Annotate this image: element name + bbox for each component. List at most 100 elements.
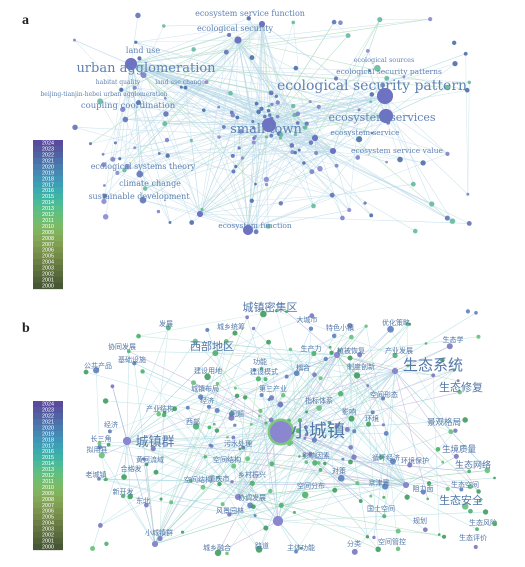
keyword-node (298, 455, 301, 458)
keyword-node (459, 487, 464, 492)
network-edge (124, 135, 272, 171)
panel-b-label: b (22, 321, 30, 336)
network-edge (295, 50, 369, 153)
network-edge (384, 370, 396, 517)
keyword-node (118, 157, 122, 161)
keyword-node (467, 484, 473, 490)
keyword-node (263, 525, 269, 531)
keyword-label: ecological systems theory (91, 162, 196, 171)
year-color-swatch (33, 151, 63, 159)
keyword-node (365, 48, 370, 53)
network-edge (432, 375, 440, 535)
network-edge (199, 183, 414, 215)
keyword-node (285, 310, 289, 314)
keyword-node (204, 80, 209, 85)
keyword-node (249, 480, 255, 486)
year-color-swatch (33, 424, 63, 432)
year-legend-label: 2015 (42, 455, 54, 461)
keyword-label: land use (126, 46, 160, 55)
network-edge (115, 81, 207, 144)
keyword-node (135, 100, 142, 106)
keyword-node (180, 530, 185, 534)
keyword-node (268, 417, 274, 423)
keyword-node (317, 461, 321, 465)
keyword-node (254, 182, 257, 186)
network-edge (357, 132, 373, 158)
keyword-node (92, 367, 100, 374)
keyword-node (348, 459, 353, 465)
network-edge (219, 437, 234, 485)
keyword-node (308, 326, 314, 331)
network-edge (222, 431, 282, 505)
network-edge (281, 412, 373, 506)
keyword-node (378, 454, 384, 460)
keyword-node (364, 324, 368, 328)
network-edge (385, 115, 453, 222)
keyword-label: coupling coordination (81, 101, 176, 111)
network-edge (92, 440, 128, 549)
year-legend-label: 2003 (42, 527, 54, 533)
keyword-node (212, 350, 219, 357)
network-edge (145, 142, 254, 189)
keyword-node (441, 460, 445, 464)
keyword-node (156, 411, 162, 417)
year-legend-label: 2004 (42, 521, 54, 527)
network-edge (130, 63, 168, 156)
network-edge (247, 153, 448, 231)
network-edge (247, 134, 282, 231)
keyword-node (132, 85, 137, 90)
year-legend-label: 2008 (42, 497, 54, 503)
keyword-node (333, 76, 339, 81)
network-edge (201, 105, 294, 210)
network-edge (199, 103, 257, 215)
network-edge (357, 115, 387, 158)
keyword-node (467, 80, 471, 85)
network-edge (130, 63, 233, 157)
network-edge (100, 101, 270, 126)
hub-node (123, 437, 131, 445)
year-color-swatch (33, 169, 63, 177)
keyword-label: habitat quality (96, 79, 141, 86)
keyword-label: 生态网络 (455, 459, 491, 471)
year-color-swatch (33, 508, 63, 515)
keyword-label: 空间结构 (184, 475, 212, 484)
keyword-node (120, 493, 126, 499)
keyword-node (303, 436, 307, 440)
network-edge (130, 63, 265, 117)
network-edge (130, 63, 387, 117)
year-color-swatch (33, 502, 63, 509)
network-edge (130, 63, 370, 71)
network-edge (286, 311, 338, 356)
keyword-node (301, 491, 309, 499)
keyword-node (72, 124, 78, 131)
keyword-label: 生态风险 (469, 518, 497, 527)
keyword-node (380, 82, 386, 88)
year-legend-label: 2010 (42, 224, 54, 230)
keyword-node (476, 334, 481, 339)
network-edge (281, 469, 321, 506)
keyword-node (189, 478, 193, 483)
keyword-node (302, 453, 306, 457)
network-edge (121, 89, 241, 132)
network-edge (108, 444, 206, 458)
year-legend-label: 2006 (42, 248, 54, 254)
network-edge (359, 354, 407, 486)
keyword-node (309, 169, 315, 175)
network-edge (233, 39, 239, 172)
keyword-node (429, 201, 435, 207)
year-legend-label: 2024 (42, 141, 54, 147)
network-edge (385, 433, 399, 549)
network-edge (261, 368, 271, 492)
year-color-swatch (33, 454, 63, 461)
keyword-node (365, 421, 372, 427)
keyword-label: 主体功能 (287, 543, 315, 552)
keyword-node (397, 156, 403, 163)
keyword-node (440, 357, 445, 363)
keyword-node (269, 461, 275, 467)
keyword-label: 产业发展 (385, 346, 413, 355)
network-edge (164, 123, 270, 126)
keyword-node (217, 105, 221, 109)
year-color-swatch (33, 401, 63, 408)
keyword-node (341, 457, 345, 461)
keyword-node (269, 133, 274, 138)
